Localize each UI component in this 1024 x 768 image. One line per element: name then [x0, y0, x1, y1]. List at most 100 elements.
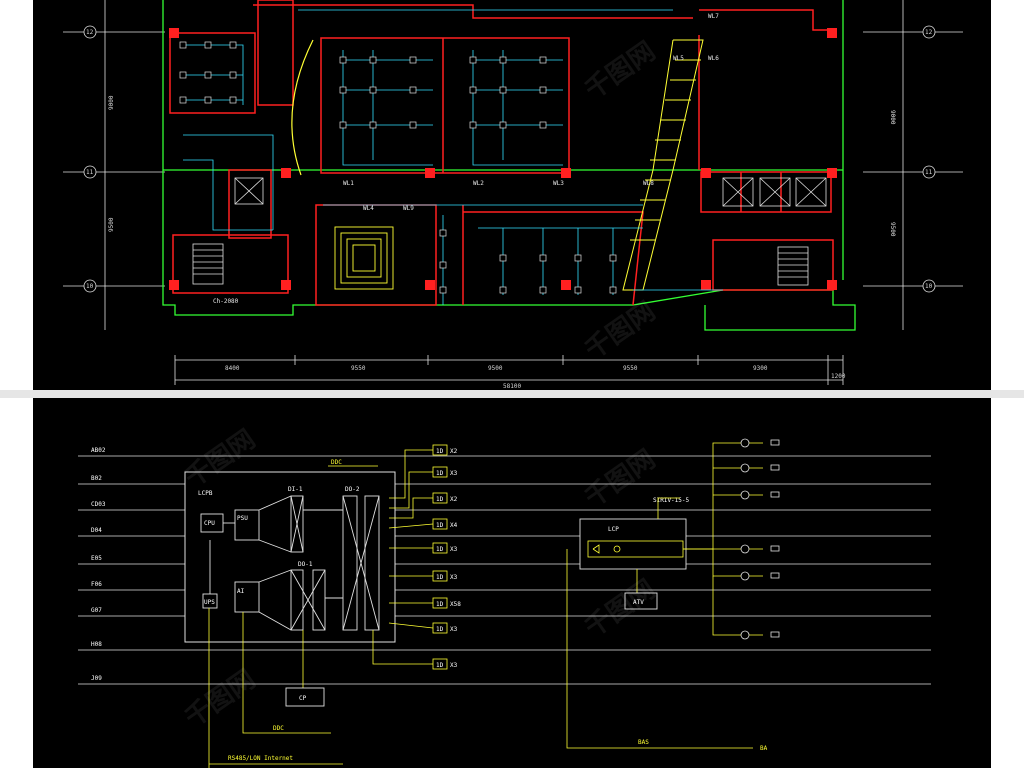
grid-label-right-1: 12	[925, 29, 933, 36]
floor-plan-drawing: 12 11 10 12 11 10 9000 9500 9000 9500	[63, 0, 963, 390]
dim-left-lower: 9500	[108, 217, 115, 232]
dim-bottom-6: 1200	[831, 373, 846, 380]
out-box-2: 1D	[436, 470, 444, 477]
dim-left-upper: 9000	[108, 95, 115, 110]
stairs	[192, 243, 809, 286]
row-label-9: J09	[91, 675, 102, 682]
cabinet-title: LCPB	[198, 490, 213, 497]
watermark-2: 千图网	[580, 296, 661, 365]
row-label-4: D04	[91, 527, 102, 534]
module-label-2: DO-1	[298, 561, 313, 568]
output-tag-boxes	[432, 444, 448, 670]
dim-bottom-2: 9550	[351, 365, 366, 372]
dim-bottom-4: 9550	[623, 365, 638, 372]
feature-square	[334, 226, 394, 290]
right-module-wiring	[566, 442, 763, 749]
grid-label-left-2: 11	[86, 169, 94, 176]
grid-label-left-1: 12	[86, 29, 94, 36]
panel-tag-8: WL8	[643, 180, 654, 187]
watermark-1: 千图网	[580, 36, 661, 105]
dim-bottom-1: 8400	[225, 365, 240, 372]
dim-bottom-3: 9500	[488, 365, 503, 372]
building-outline	[162, 0, 856, 331]
right-module-label: LCP	[608, 526, 619, 533]
module-label-3: DO-2	[345, 486, 360, 493]
row-label-8: H08	[91, 641, 102, 648]
watermark-6: 千图网	[180, 664, 261, 733]
row-label-2: B02	[91, 475, 102, 482]
panel-tag-9: WL9	[403, 205, 414, 212]
output-tag-2: X3	[450, 470, 458, 477]
dim-total: 58100	[503, 383, 521, 390]
output-tag-3: X2	[450, 496, 458, 503]
row-label-5: E05	[91, 555, 102, 562]
out-box-3: 1D	[436, 496, 444, 503]
out-box-9: 1D	[436, 662, 444, 669]
cp-box-label: CP	[299, 695, 307, 702]
system-diagram-drawing: AB02 B02 CD03 D04 E05 F06 G07 H08 J09 LC…	[78, 424, 931, 768]
output-tag-4: X4	[450, 522, 458, 529]
right-note: BAS	[638, 739, 649, 746]
out-box-8: 1D	[436, 626, 444, 633]
grid-label-right-2: 11	[925, 169, 933, 176]
cabinet-internals	[200, 495, 380, 631]
out-box-4: 1D	[436, 522, 444, 529]
dim-bottom-5: 9300	[753, 365, 768, 372]
module-label-1: DI-1	[288, 486, 303, 493]
output-tag-8: X3	[450, 626, 458, 633]
sensor-symbols	[740, 438, 780, 640]
dim-right-lower: 9500	[889, 222, 896, 237]
cp-box	[285, 687, 325, 707]
row-label-3: CD03	[91, 501, 106, 508]
grid-label-right-3: 10	[925, 283, 933, 290]
output-wiring	[208, 449, 434, 768]
note-ddc: DDC	[331, 459, 342, 466]
room-tag: Ch-2080	[213, 298, 239, 305]
grid-label-left-3: 10	[86, 283, 94, 290]
out-box-1: 1D	[436, 448, 444, 455]
note-bottom-1: DDC	[273, 725, 284, 732]
out-box-6: 1D	[436, 574, 444, 581]
grid-axes	[63, 0, 963, 330]
box-label-ups: UPS	[204, 599, 215, 606]
panel-separator	[0, 390, 1024, 398]
right-end-label: BA	[760, 745, 768, 752]
dim-right-upper: 9000	[889, 110, 896, 125]
row-label-1: AB02	[91, 447, 106, 454]
output-tag-1: X2	[450, 448, 458, 455]
output-tag-7: X58	[450, 601, 461, 608]
panel-tag-3: WL3	[553, 180, 564, 187]
panel-tag-2: WL2	[473, 180, 484, 187]
controller-cabinet	[184, 471, 396, 643]
panel-tag-6: WL6	[708, 55, 719, 62]
atv-box	[624, 592, 658, 610]
wiring	[183, 9, 723, 305]
elevators	[234, 177, 827, 207]
panel-tag-5: WL5	[673, 55, 684, 62]
right-module	[579, 518, 687, 570]
output-tag-5: X3	[450, 546, 458, 553]
curved-wall	[291, 39, 314, 176]
output-tag-9: X3	[450, 662, 458, 669]
grid-bubbles	[83, 25, 936, 293]
out-box-7: 1D	[436, 601, 444, 608]
atv-box-label: ATV	[633, 599, 644, 606]
out-box-5: 1D	[436, 546, 444, 553]
floor-plan-panel: 12 11 10 12 11 10 9000 9500 9000 9500	[33, 0, 991, 390]
box-label-ai: AI	[237, 588, 245, 595]
panel-tag-1: WL1	[343, 180, 354, 187]
panel-tag-7: WL7	[708, 13, 719, 20]
light-fixtures	[179, 41, 617, 294]
panel-tag-4: WL4	[363, 205, 374, 212]
watermark-4: 千图网	[580, 444, 661, 513]
system-diagram-panel: AB02 B02 CD03 D04 E05 F06 G07 H08 J09 LC…	[33, 398, 991, 768]
box-label-psu: PSU	[237, 515, 248, 522]
note-bottom-2: RS485/LON Internet	[228, 755, 293, 762]
row-label-7: G07	[91, 607, 102, 614]
box-label-cpu: CPU	[204, 520, 215, 527]
columns	[169, 28, 837, 290]
right-module-title: SIRIV-15-5	[653, 497, 690, 504]
row-label-6: F06	[91, 581, 102, 588]
output-tag-6: X3	[450, 574, 458, 581]
